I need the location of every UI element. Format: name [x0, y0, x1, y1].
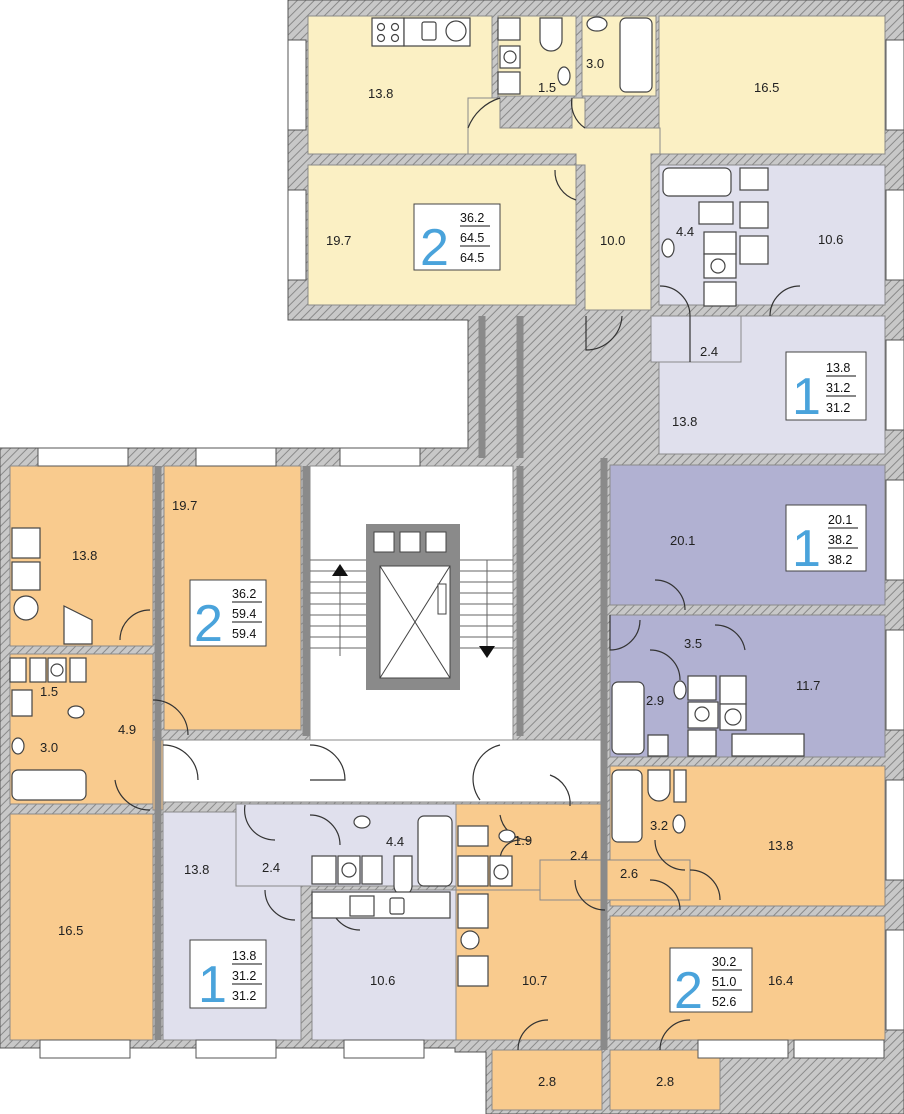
apartment-area-full: 59.4	[232, 627, 256, 641]
apartment-area-full: 31.2	[826, 401, 850, 415]
apartment-label-top-2: 2 36.2 64.5 64.5	[413, 203, 501, 277]
apartment-label-mid-right-1: 1 20.1 38.2 38.2	[785, 504, 867, 578]
room-area: 4.9	[118, 722, 136, 737]
apartment-rooms-number: 1	[198, 956, 227, 1014]
stairwell	[310, 524, 513, 690]
apartment-area-total: 38.2	[828, 533, 852, 547]
apartment-area-full: 31.2	[232, 989, 256, 1003]
apartment-area-full: 52.6	[712, 995, 736, 1009]
room-area: 10.0	[600, 233, 625, 248]
stove-icon	[371, 17, 405, 47]
room-area: 13.8	[368, 86, 393, 101]
apartment-area-total: 59.4	[232, 607, 256, 621]
partition-walls	[154, 316, 608, 1050]
stair-arrow-down-icon	[479, 646, 495, 658]
apartment-label-bottom-right-2: 2 30.2 51.0 52.6	[669, 947, 753, 1020]
room-area: 3.5	[684, 636, 702, 651]
apartment-rooms-number: 2	[194, 595, 223, 653]
door-swings	[114, 97, 801, 1051]
fixtures	[9, 16, 805, 987]
room-fills	[9, 15, 886, 1111]
room-area: 3.0	[586, 56, 604, 71]
room-area: 2.8	[656, 1074, 674, 1089]
apartment-area-living: 36.2	[232, 587, 256, 601]
apartment-area-living: 30.2	[712, 955, 736, 969]
room-area: 2.4	[262, 860, 280, 875]
apartment-rooms-number: 1	[792, 368, 821, 426]
apartment-area-living: 13.8	[826, 361, 850, 375]
room-area: 13.8	[184, 862, 209, 877]
apartment-area-living: 13.8	[232, 949, 256, 963]
stair-arrow-up-icon	[332, 564, 348, 576]
room-area: 16.5	[58, 923, 83, 938]
room-area: 16.5	[754, 80, 779, 95]
room-area: 16.4	[768, 973, 793, 988]
room-area: 1.5	[538, 80, 556, 95]
room-area: 13.8	[672, 414, 697, 429]
room-area: 2.9	[646, 693, 664, 708]
room-area: 1.5	[40, 684, 58, 699]
room-area: 1.9	[514, 833, 532, 848]
toilet-icon	[499, 45, 521, 69]
apartment-label-left-2: 2 36.2 59.4 59.4	[189, 579, 267, 653]
apartment-rooms-number: 2	[674, 962, 703, 1020]
apartment-label-top-right-1: 1 13.8 31.2 31.2	[785, 351, 867, 426]
room-area: 19.7	[172, 498, 197, 513]
apartment-area-total: 51.0	[712, 975, 736, 989]
apartment-area-full: 64.5	[460, 251, 484, 265]
elevator-icon	[366, 524, 460, 690]
room-area: 13.8	[768, 838, 793, 853]
apartment-area-total: 64.5	[460, 231, 484, 245]
sink-icon	[421, 21, 437, 41]
room-area: 19.7	[326, 233, 351, 248]
room-area: 20.1	[670, 533, 695, 548]
room-area: 2.8	[538, 1074, 556, 1089]
apartment-area-living: 20.1	[828, 513, 852, 527]
room-area: 10.6	[818, 232, 843, 247]
room-area: 3.2	[650, 818, 668, 833]
apartment-label-bottom-1: 1 13.8 31.2 31.2	[189, 939, 267, 1014]
apartment-rooms-number: 2	[420, 219, 449, 277]
windows	[37, 39, 904, 1059]
apartment-rooms-number: 1	[792, 520, 821, 578]
bathtub-icon	[619, 17, 653, 93]
room-area: 4.4	[386, 834, 404, 849]
apartment-area-total: 31.2	[232, 969, 256, 983]
room-area: 10.7	[522, 973, 547, 988]
room-area: 4.4	[676, 224, 694, 239]
apartment-area-living: 36.2	[460, 211, 484, 225]
apartment-area-total: 31.2	[826, 381, 850, 395]
room-area: 10.6	[370, 973, 395, 988]
apartment-area-full: 38.2	[828, 553, 852, 567]
room-area: 11.7	[796, 678, 820, 693]
room-area: 2.4	[700, 344, 718, 359]
room-area: 3.0	[40, 740, 58, 755]
room-area: 13.8	[72, 548, 97, 563]
room-area: 2.4	[570, 848, 588, 863]
room-area: 2.6	[620, 866, 638, 881]
room-labels: 13.8 1.5 3.0 16.5 19.7 10.0 4.4 10.6 2.4…	[40, 56, 843, 1089]
